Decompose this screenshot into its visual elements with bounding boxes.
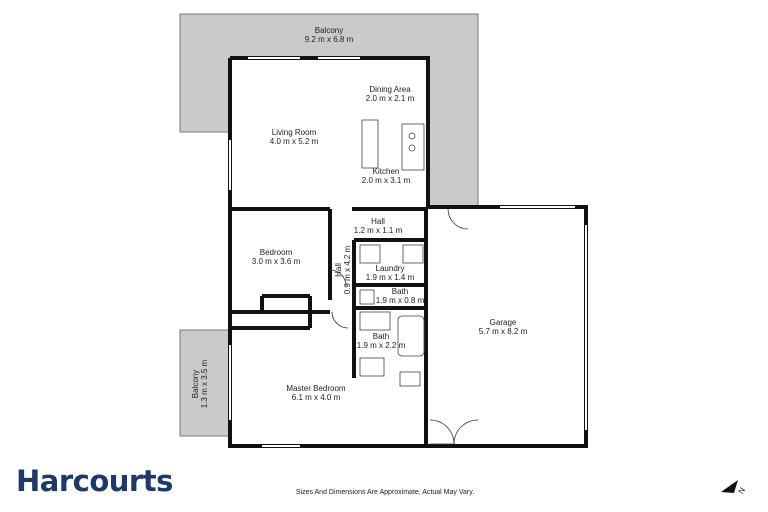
master-name: Master Bedroom — [286, 384, 345, 393]
hall-vertical-name: Hall — [334, 263, 343, 277]
windows — [229, 57, 587, 447]
living-dims: 4.0 m x 5.2 m — [270, 137, 319, 146]
fixtures — [359, 119, 425, 387]
harcourts-logo: Harcourts — [16, 464, 173, 498]
hall-vertical-dims: 0.9 m x 4.2 m — [343, 245, 352, 294]
balcony-side-dims: 1.3 m x 3.5 m — [200, 359, 209, 408]
living-name: Living Room — [272, 128, 317, 137]
hall-dims: 1.2 m x 1.1 m — [354, 226, 403, 235]
balcony-top-name: Balcony — [315, 26, 343, 35]
compass-label: N — [736, 486, 747, 496]
balcony-side-name: Balcony — [191, 370, 200, 398]
bath-small-name: Bath — [392, 287, 408, 296]
master-dims: 6.1 m x 4.0 m — [292, 393, 341, 402]
bath-dims: 1.9 m x 2.2 m — [357, 341, 406, 350]
compass: N — [721, 480, 747, 496]
dining-name: Dining Area — [369, 85, 411, 94]
doors — [329, 208, 479, 445]
laundry-name: Laundry — [376, 264, 405, 273]
hall-name: Hall — [371, 217, 385, 226]
garage-dims: 5.7 m x 8.2 m — [479, 327, 528, 336]
bath-name: Bath — [373, 332, 389, 341]
laundry-dims: 1.9 m x 1.4 m — [366, 273, 415, 282]
bedroom-name: Bedroom — [260, 248, 293, 257]
kitchen-name: Kitchen — [373, 167, 400, 176]
dining-dims: 2.0 m x 2.1 m — [366, 94, 415, 103]
balcony-top-dims: 9.2 m x 6.8 m — [305, 35, 354, 44]
bath-small-dims: 1.9 m x 0.8 m — [376, 296, 425, 305]
kitchen-dims: 2.0 m x 3.1 m — [362, 176, 411, 185]
disclaimer: Sizes And Dimensions Are Approximate, Ac… — [295, 489, 475, 496]
garage-name: Garage — [490, 318, 517, 327]
bedroom-dims: 3.0 m x 3.6 m — [252, 257, 301, 266]
north-arrow-icon — [721, 480, 738, 493]
